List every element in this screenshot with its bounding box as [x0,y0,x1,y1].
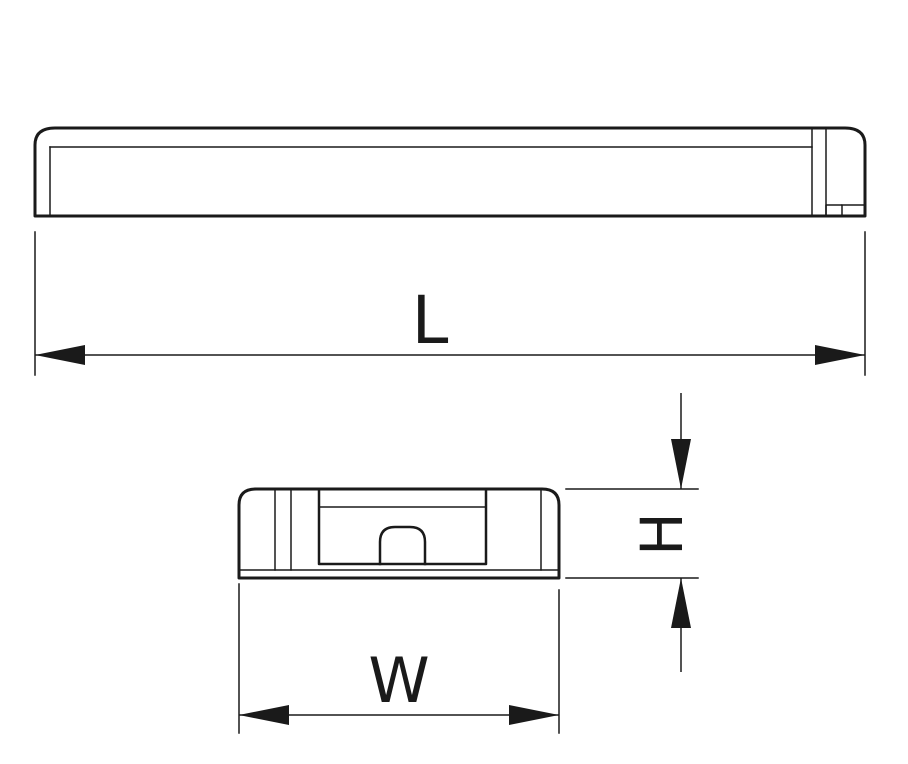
side-view-outline [33,126,867,218]
side-view [33,126,867,218]
end-view-connector-slot [378,525,427,566]
width-label: W [368,644,429,717]
side-view-end-tab [825,204,843,217]
end-view-outline [237,487,561,580]
end-view-inner-channel [317,487,488,566]
width-dimension: W [238,583,560,734]
height-dimension: H [565,393,699,672]
length-label: L [412,282,449,359]
height-label: H [628,512,696,556]
length-dimension: L [34,231,866,376]
end-view [237,487,561,580]
